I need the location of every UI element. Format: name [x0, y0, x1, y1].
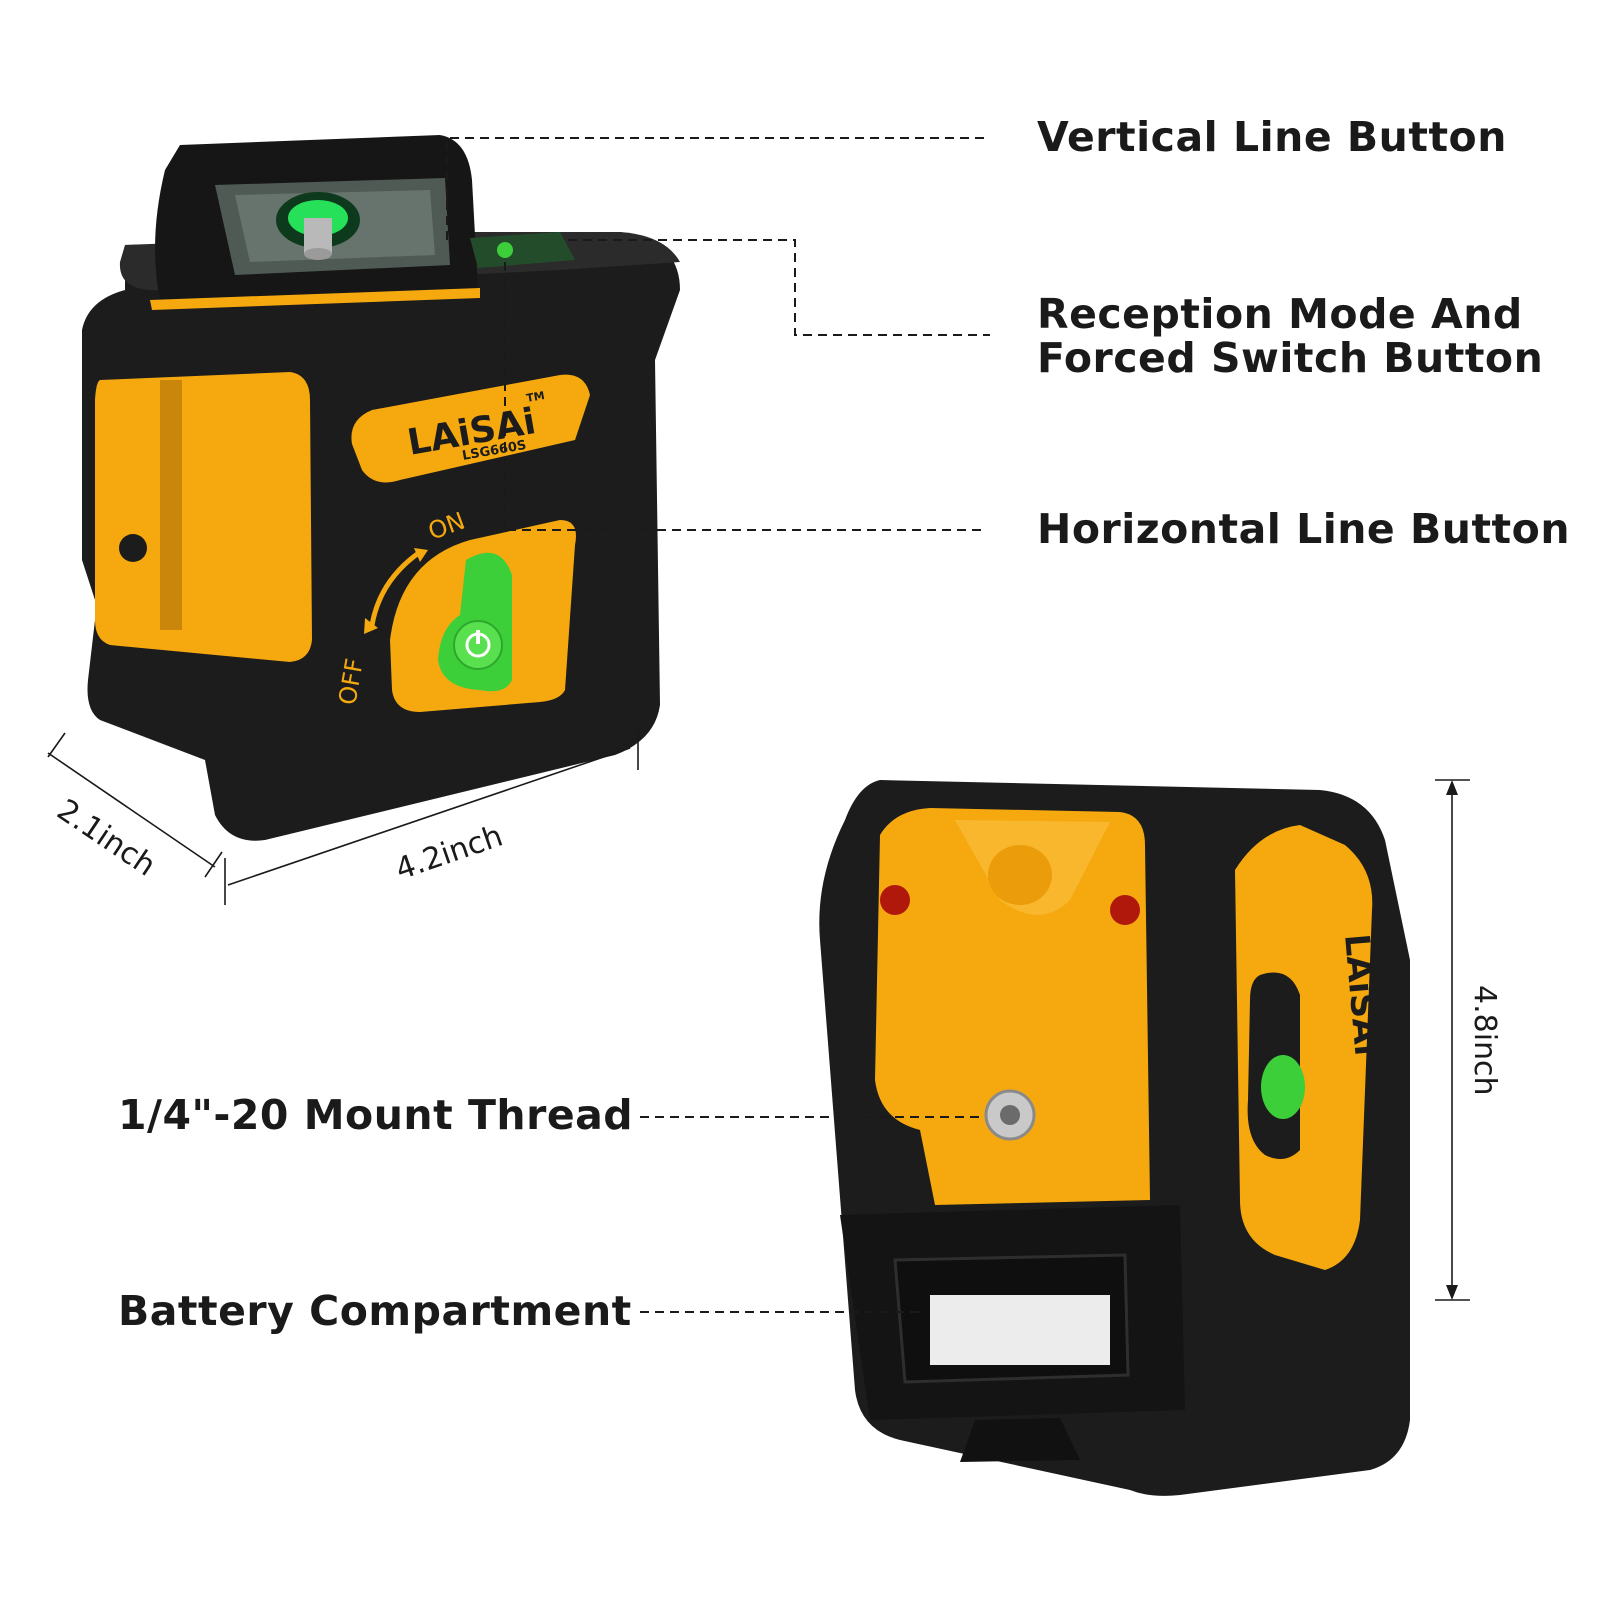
rear-side-yellow-panel	[1235, 825, 1373, 1270]
reception-mode-label-line1: Reception Mode And	[1037, 290, 1523, 338]
top-indicator-led	[497, 242, 513, 258]
switch-direction-arrow	[369, 549, 422, 626]
rear-yellow-plate	[875, 808, 1150, 1205]
laser-level-front-view: LAiSAi TM LSG660S ON OFF	[82, 135, 681, 841]
brand-badge	[351, 374, 590, 483]
rear-latch-dimple	[988, 845, 1052, 905]
leader-lines-top	[446, 137, 990, 531]
mounting-hole-left	[880, 885, 910, 915]
leader-vertical-button	[446, 137, 990, 240]
vertical-line-button-label: Vertical Line Button	[1037, 113, 1507, 161]
leader-horizontal-button	[504, 262, 985, 531]
depth-dimension-line	[47, 752, 216, 868]
width-dimension-line	[227, 747, 631, 886]
width-dimension-label: 4.2inch	[391, 818, 507, 887]
side-port	[119, 534, 147, 562]
laser-level-rear-view: LAiSAi	[819, 780, 1410, 1496]
side-yellow-panel	[95, 372, 312, 662]
dimension-lines-bottom: 4.8inch	[1435, 779, 1502, 1301]
reception-mode-label-line2: Forced Switch Button	[1037, 334, 1544, 382]
leader-lines-bottom	[640, 1116, 985, 1313]
battery-latch	[960, 1418, 1080, 1462]
battery-label	[930, 1295, 1110, 1365]
head-yellow-rim	[150, 288, 480, 310]
trademark-mark: TM	[525, 389, 545, 405]
side-panel-slot	[160, 380, 182, 630]
battery-compartment-label: Battery Compartment	[118, 1287, 632, 1335]
horizontal-line-button-label: Horizontal Line Button	[1037, 505, 1571, 553]
top-button-panel	[470, 232, 575, 268]
height-dimension-label: 4.8inch	[1467, 985, 1502, 1096]
mount-thread-label: 1/4"-20 Mount Thread	[118, 1091, 634, 1139]
depth-dimension-label: 2.1inch	[51, 793, 162, 884]
power-knob-cap	[453, 620, 503, 670]
side-power-knob[interactable]	[1261, 1055, 1305, 1119]
leader-reception-button	[568, 239, 990, 336]
mounting-hole-right	[1110, 895, 1140, 925]
